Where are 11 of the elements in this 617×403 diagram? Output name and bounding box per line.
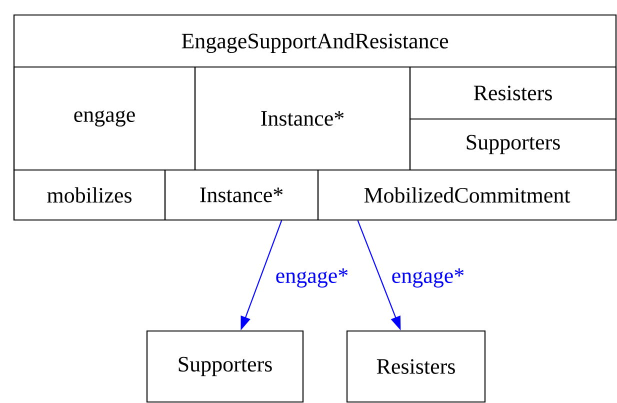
record-cell: mobilizes [13,169,166,221]
record-cell: engage [13,66,196,171]
record-cell: Instance* [164,169,319,221]
edge-label: engage* [274,267,350,289]
edge-label: engage* [390,267,466,289]
record-cell: Resisters [409,66,617,120]
class-box: Supporters [146,330,304,403]
record-cell: Supporters [409,118,617,171]
class-box: Resisters [346,330,486,403]
record-cell: MobilizedCommitment [317,169,617,221]
record-cell: Instance* [194,66,411,171]
